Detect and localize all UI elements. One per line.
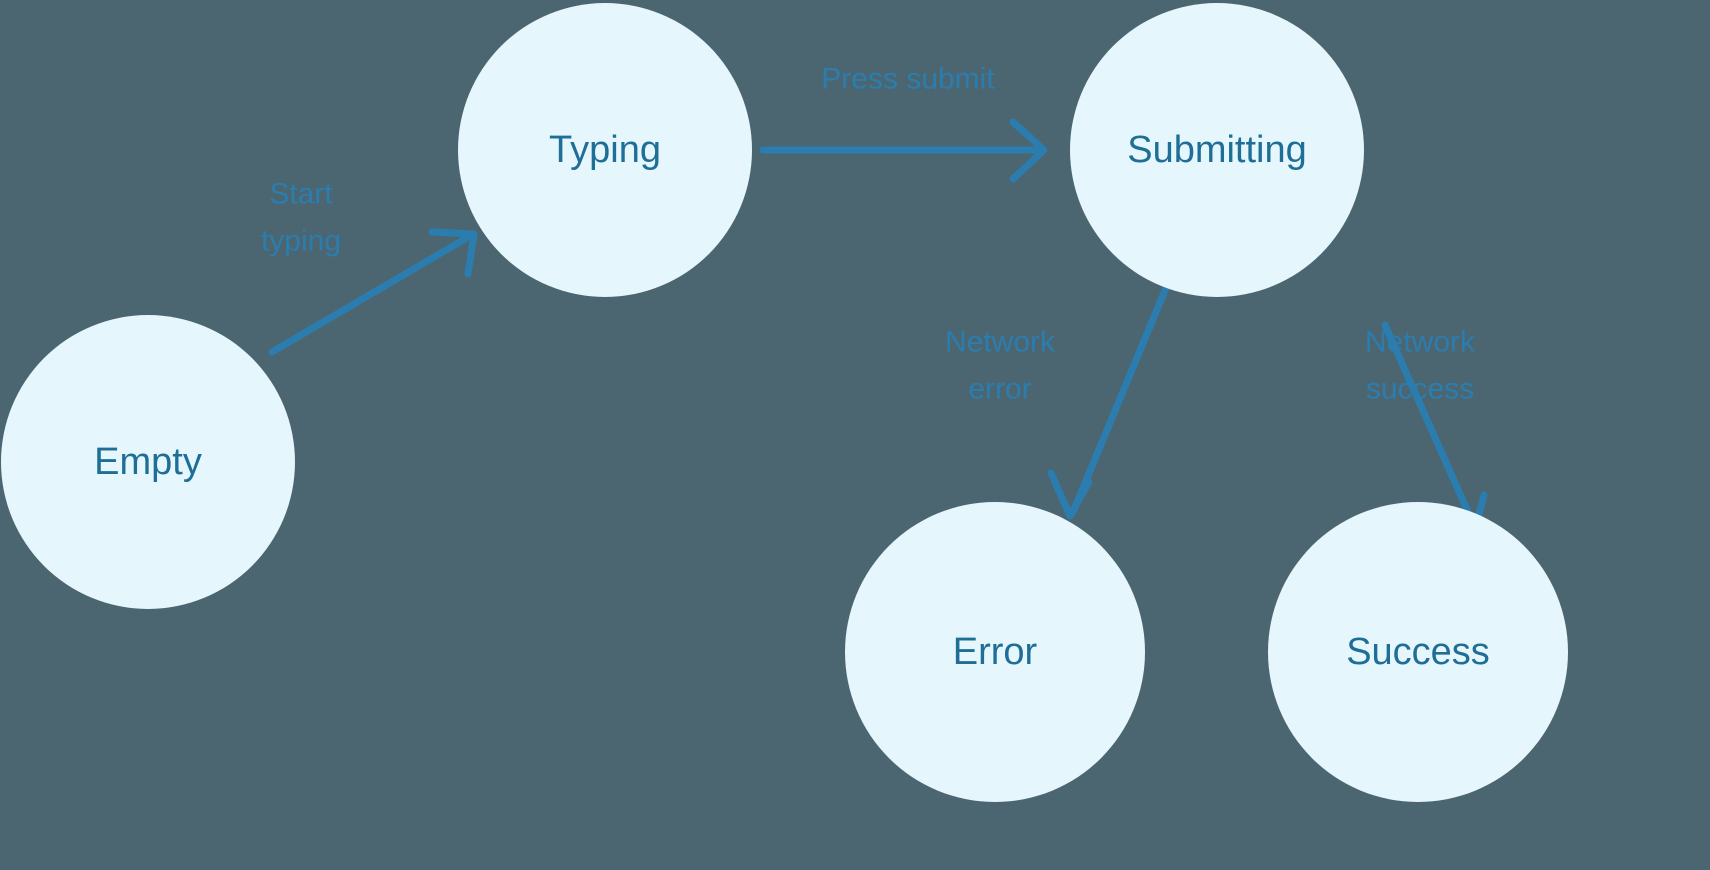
node-submitting-label: Submitting: [1127, 129, 1307, 171]
edge-empty-to-typing[interactable]: [268, 228, 478, 356]
node-error-circle: [845, 502, 1145, 802]
edge-label-line-1: Network: [945, 326, 1056, 359]
edge-label-submitting-to-success: Network success: [1365, 326, 1476, 406]
node-empty[interactable]: Empty: [1, 315, 295, 609]
edge-line-empty-to-typing: [268, 232, 474, 356]
edge-typing-to-submitting[interactable]: [759, 118, 1048, 183]
node-submitting-circle: [1070, 3, 1364, 297]
node-success[interactable]: Success: [1268, 502, 1568, 802]
node-empty-circle: [1, 315, 295, 609]
node-typing[interactable]: Typing: [458, 3, 752, 297]
arrowhead-typing-to-submitting: [1009, 118, 1048, 183]
node-empty-label: Empty: [94, 441, 202, 483]
edge-label-line-1: Start: [269, 178, 333, 211]
node-typing-label: Typing: [549, 129, 661, 171]
arrowhead-empty-to-typing: [428, 228, 478, 278]
edge-label-empty-to-typing: Start typing: [261, 178, 341, 258]
node-success-label: Success: [1346, 631, 1490, 673]
edge-label-line-1: Network: [1365, 326, 1476, 359]
edge-label-line-2: success: [1366, 373, 1474, 406]
arrowhead-submitting-to-error: [1047, 469, 1093, 520]
edge-label-typing-to-submitting: Press submit: [821, 63, 995, 96]
edge-label-line-2: error: [968, 373, 1031, 406]
edge-label-submitting-to-error: Network error: [945, 326, 1056, 406]
node-typing-circle: [458, 3, 752, 297]
edge-submitting-to-error[interactable]: [1047, 284, 1170, 520]
edge-label-line-2: typing: [261, 225, 341, 258]
edge-line-submitting-to-success: [1381, 321, 1476, 525]
edge-label-line-1: Press submit: [821, 63, 995, 96]
node-success-circle: [1268, 502, 1568, 802]
node-error-label: Error: [953, 631, 1038, 673]
node-error[interactable]: Error: [845, 502, 1145, 802]
node-submitting[interactable]: Submitting: [1070, 3, 1364, 297]
edge-line-submitting-to-error: [1069, 284, 1170, 516]
